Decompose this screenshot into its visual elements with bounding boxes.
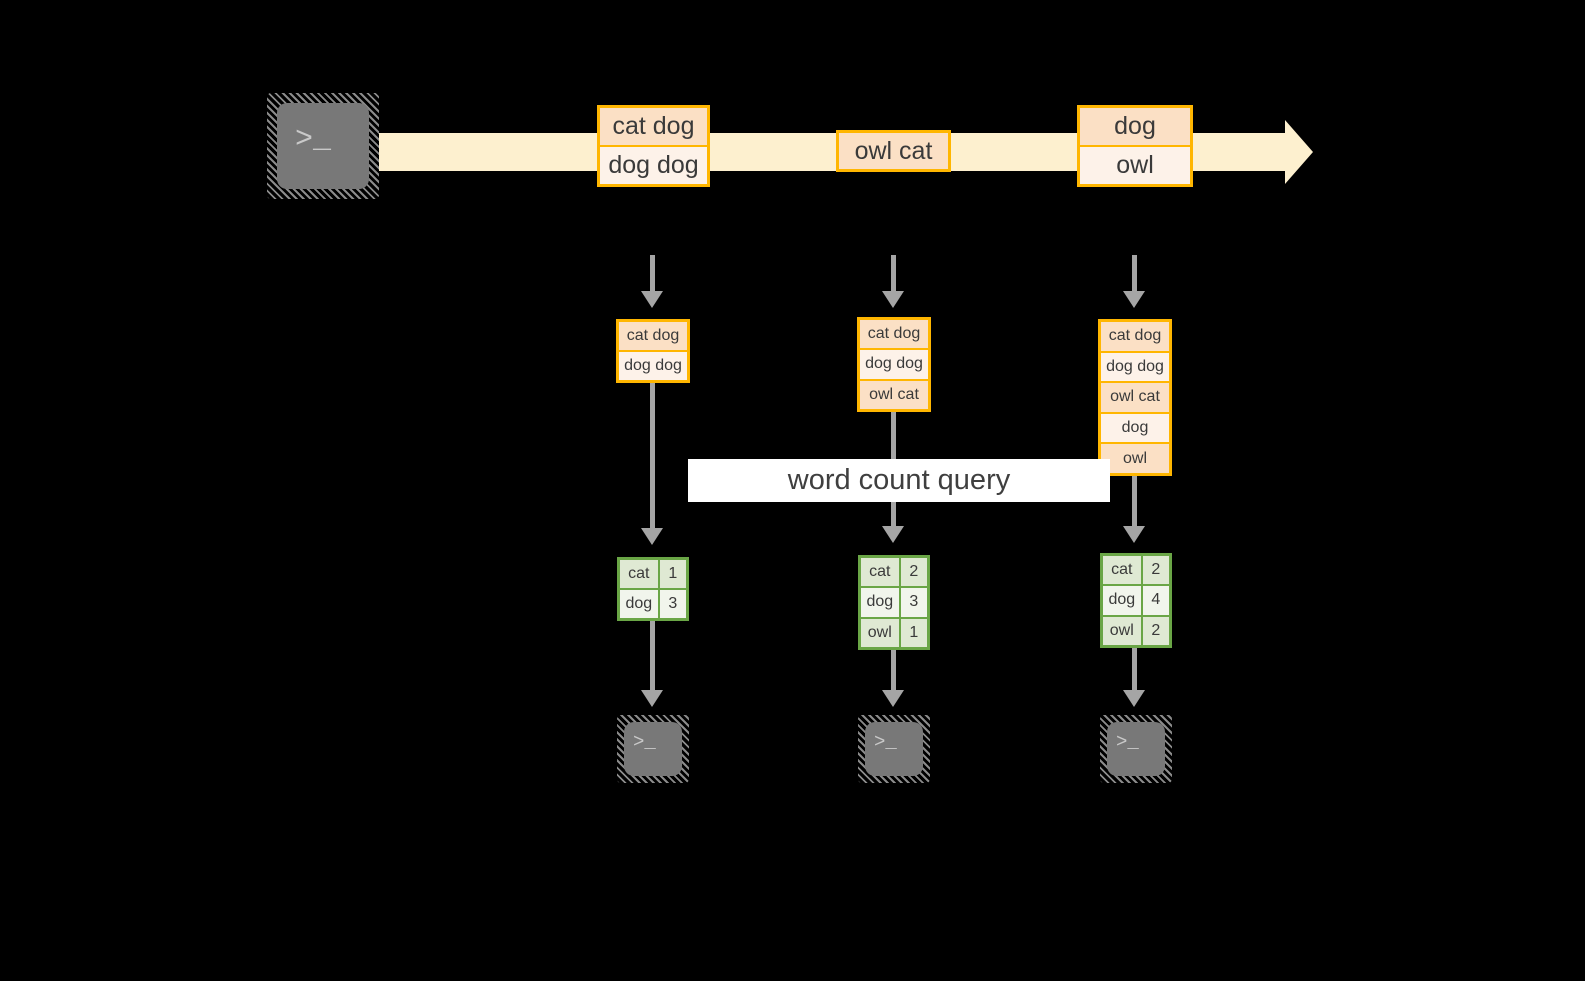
table-row: dog 3: [620, 588, 686, 618]
column-2-sink-connector: [891, 650, 896, 693]
column-2-accumulated-line-3: owl cat: [860, 378, 928, 409]
column-2-sink-terminal-icon: >_: [858, 715, 930, 783]
column-3-accumulated-line-3: owl cat: [1101, 381, 1169, 412]
table-row: dog 3: [861, 586, 927, 617]
column-3-accumulated-line-2: dog dog: [1101, 350, 1169, 382]
column-1-result-word-1: cat: [620, 560, 660, 588]
column-2-sink-arrowhead: [882, 690, 904, 707]
stream-batch-1-line-1: cat dog: [600, 108, 707, 145]
column-3-dashed-arrowhead: [1123, 291, 1145, 308]
column-2-sink-terminal-body: >_: [865, 722, 923, 776]
query-band: word count query: [688, 459, 1110, 502]
column-2-accumulated-box: cat dog dog dog owl cat: [857, 317, 931, 412]
column-3-query-arrowhead: [1123, 526, 1145, 543]
column-3-accumulated-line-1: cat dog: [1101, 322, 1169, 351]
table-row: cat 1: [620, 560, 686, 588]
source-terminal-icon: >_: [267, 93, 379, 199]
column-2-accumulated-line-1: cat dog: [860, 320, 928, 349]
column-3-result-word-2: dog: [1103, 586, 1143, 615]
column-1-result-count-1: 1: [659, 560, 686, 588]
column-3-result-count-3: 2: [1142, 616, 1169, 645]
column-1-result-word-2: dog: [620, 590, 660, 618]
table-row: cat 2: [1103, 556, 1169, 585]
column-2-query-arrowhead: [882, 526, 904, 543]
stream-band-arrowhead: [1285, 120, 1313, 184]
column-1-sink-terminal-prompt: >_: [633, 731, 656, 753]
column-1-query-connector: [650, 383, 655, 531]
column-3-accumulated-line-5: owl: [1101, 442, 1169, 473]
source-terminal-body: >_: [277, 103, 369, 189]
stream-batch-2: owl cat: [836, 130, 951, 172]
column-2-result-count-2: 3: [900, 588, 927, 617]
column-2-result-word-3: owl: [861, 618, 901, 647]
table-row: owl 2: [1103, 614, 1169, 645]
column-3-dashed-connector: [1132, 255, 1137, 293]
column-3-sink-terminal-prompt: >_: [1116, 731, 1139, 753]
column-1-dashed-arrowhead: [641, 291, 663, 308]
column-3-result-word-3: owl: [1103, 616, 1143, 645]
column-2-result-table: cat 2 dog 3 owl 1: [858, 555, 930, 650]
column-1-accumulated-line-2: dog dog: [619, 350, 687, 380]
column-1-query-arrowhead: [641, 528, 663, 545]
column-3-sink-terminal-icon: >_: [1100, 715, 1172, 783]
query-label: word count query: [787, 464, 1011, 496]
table-row: dog 4: [1103, 584, 1169, 615]
column-3-accumulated-box: cat dog dog dog owl cat dog owl: [1098, 319, 1172, 476]
stream-batch-3: dog owl: [1077, 105, 1193, 187]
column-3-query-connector: [1132, 476, 1137, 529]
column-3-sink-connector: [1132, 648, 1137, 693]
column-3-result-count-2: 4: [1142, 586, 1169, 615]
column-3-sink-arrowhead: [1123, 690, 1145, 707]
column-3-result-count-1: 2: [1142, 556, 1169, 585]
column-1-accumulated-line-1: cat dog: [619, 322, 687, 350]
stream-batch-3-line-2: owl: [1080, 145, 1190, 184]
column-3-sink-terminal-body: >_: [1107, 722, 1165, 776]
stream-batch-3-line-1: dog: [1080, 108, 1190, 145]
table-row: owl 1: [861, 616, 927, 647]
column-2-accumulated-line-2: dog dog: [860, 348, 928, 379]
column-3-result-word-1: cat: [1103, 556, 1143, 585]
column-1-result-table: cat 1 dog 3: [617, 557, 689, 621]
column-1-sink-terminal-icon: >_: [617, 715, 689, 783]
stream-batch-2-line-1: owl cat: [839, 133, 948, 169]
column-2-dashed-arrowhead: [882, 291, 904, 308]
column-2-result-count-1: 2: [900, 558, 927, 587]
column-2-sink-terminal-prompt: >_: [874, 731, 897, 753]
column-1-sink-terminal-body: >_: [624, 722, 682, 776]
column-2-dashed-connector: [891, 255, 896, 293]
stream-batch-1-line-2: dog dog: [600, 145, 707, 184]
column-2-result-word-2: dog: [861, 588, 901, 617]
source-terminal-prompt: >_: [295, 123, 332, 157]
column-1-dashed-connector: [650, 255, 655, 293]
column-1-sink-connector: [650, 621, 655, 693]
column-3-accumulated-line-4: dog: [1101, 411, 1169, 443]
column-2-result-count-3: 1: [900, 618, 927, 647]
column-2-result-word-1: cat: [861, 558, 901, 587]
column-3-result-table: cat 2 dog 4 owl 2: [1100, 553, 1172, 648]
table-row: cat 2: [861, 558, 927, 587]
stream-batch-1: cat dog dog dog: [597, 105, 710, 187]
column-1-result-count-2: 3: [659, 590, 686, 618]
column-1-sink-arrowhead: [641, 690, 663, 707]
column-1-accumulated-box: cat dog dog dog: [616, 319, 690, 383]
